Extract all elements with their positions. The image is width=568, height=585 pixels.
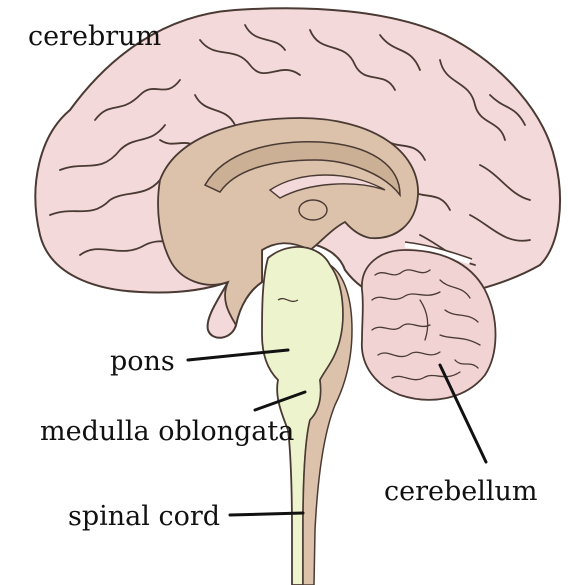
label-medulla-oblongata: medulla oblongata [40, 416, 294, 447]
cerebellum-leader [438, 363, 488, 464]
label-cerebrum: cerebrum [28, 21, 161, 52]
thalamus [298, 199, 328, 221]
label-cerebellum: cerebellum [384, 476, 538, 507]
corpus-callosum [203, 141, 401, 198]
cerebellum-folia [371, 269, 481, 381]
label-spinal-cord: spinal cord [68, 501, 220, 532]
fornix [268, 174, 386, 199]
pons-leader [186, 348, 290, 362]
tentorium-gap [404, 242, 471, 265]
spinal-cord-leader [228, 511, 305, 517]
medulla-leader [253, 390, 307, 412]
label-pons: pons [110, 346, 175, 377]
dorsal-brainstem [302, 264, 353, 585]
leader-lines [186, 348, 488, 517]
